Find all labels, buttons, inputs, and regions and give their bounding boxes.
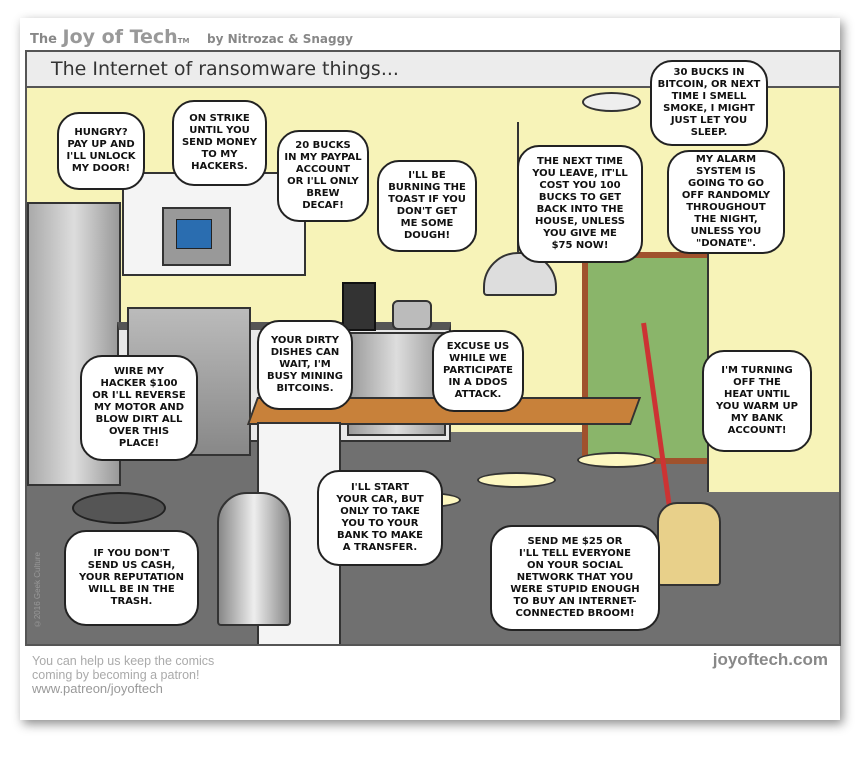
microwave [162,207,231,266]
comic-card: The Joy of TechTM by Nitrozac & Snaggy T… [20,18,841,720]
speech-bubble-microwave: ON STRIKE UNTIL YOU SEND MONEY TO MY HAC… [172,100,267,186]
stool [477,472,556,488]
patron-message: You can help us keep the comics coming b… [32,654,214,696]
stool [577,452,656,468]
header-tm: TM [177,37,190,45]
speech-bubble-coffee: 20 BUCKS IN MY PAYPAL ACCOUNT OR I'LL ON… [277,130,369,222]
coffee-maker [342,282,376,331]
speech-bubble-car: I'LL START YOUR CAR, BUT ONLY TO TAKE YO… [317,470,443,566]
microwave-window [176,219,212,249]
copyright-text: ©2016 Geek Culture [33,552,42,629]
patron-line-2: coming by becoming a patron! [32,668,200,682]
speech-bubble-camera: EXCUSE US WHILE WE PARTICIPATE IN A DDOS… [432,330,524,412]
header-the: The [30,32,57,47]
robot-vacuum [72,492,166,524]
speech-bubble-smoke: 30 BUCKS IN BITCOIN, OR NEXT TIME I SMEL… [650,60,768,146]
site-link[interactable]: joyoftech.com [712,650,828,669]
speech-bubble-lock: THE NEXT TIME YOU LEAVE, IT'LL COST YOU … [517,145,643,263]
speech-bubble-alarm: MY ALARM SYSTEM IS GOING TO GO OFF RANDO… [667,150,785,254]
speech-bubble-door: HUNGRY? PAY UP AND I'LL UNLOCK MY DOOR! [57,112,145,190]
patreon-link[interactable]: www.patreon/joyoftech [32,681,163,696]
comic-header: The Joy of TechTM by Nitrozac & Snaggy [30,26,353,48]
speech-bubble-toaster: I'LL BE BURNING THE TOAST IF YOU DON'T G… [377,160,477,252]
toaster [392,300,432,330]
speech-bubble-thermostat: I'M TURNING OFF THE HEAT UNTIL YOU WARM … [702,350,812,452]
comic-panel: The Internet of ransomware things... HUN… [25,50,841,646]
header-byline: by Nitrozac & Snaggy [207,32,353,46]
speech-bubble-broom: SEND ME $25 OR I'LL TELL EVERYONE ON YOU… [490,525,660,631]
patron-line-1: You can help us keep the comics [32,654,215,668]
speech-bubble-roomba: WIRE MY HACKER $100 OR I'LL REVERSE MY M… [80,355,198,461]
broom-head [657,502,721,586]
speech-bubble-trash: IF YOU DON'T SEND US CASH, YOUR REPUTATI… [64,530,199,626]
trash-can [217,492,291,626]
smoke-detector [582,92,641,112]
header-brand: Joy of Tech [62,26,178,48]
speech-bubble-dishwasher: YOUR DIRTY DISHES CAN WAIT, I'M BUSY MIN… [257,320,353,410]
